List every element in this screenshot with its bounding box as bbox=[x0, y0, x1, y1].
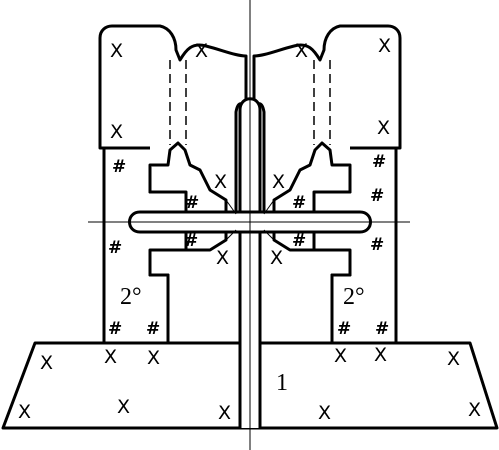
grid-mark: # bbox=[370, 235, 384, 255]
cross-mark: X bbox=[295, 40, 308, 62]
cross-mark: X bbox=[334, 345, 347, 367]
grid-mark: # bbox=[372, 152, 386, 172]
label-angle-left: 2° bbox=[120, 284, 142, 310]
grid-mark: # bbox=[184, 231, 198, 251]
cross-mark: X bbox=[447, 348, 460, 370]
cross-mark: X bbox=[272, 171, 285, 193]
cross-mark: X bbox=[374, 344, 387, 366]
left-t-slot-upper bbox=[104, 146, 186, 194]
cross-mark: X bbox=[18, 401, 31, 423]
cross-markers: X X X X X X X X X X X X X X X X X X X X … bbox=[18, 35, 481, 424]
cross-mark: X bbox=[378, 35, 391, 57]
grid-mark: # bbox=[292, 231, 306, 251]
grid-mark: # bbox=[112, 157, 126, 177]
cross-mark: X bbox=[214, 171, 227, 193]
cross-mark: X bbox=[218, 402, 231, 424]
cross-mark: X bbox=[216, 247, 229, 269]
grid-mark: # bbox=[375, 319, 389, 339]
centerlines bbox=[88, 0, 410, 450]
cross-mark: X bbox=[104, 346, 117, 368]
hidden-lines bbox=[169, 60, 331, 145]
joint-marks bbox=[225, 199, 275, 241]
cross-mark: X bbox=[110, 121, 123, 143]
cross-mark: X bbox=[117, 396, 130, 418]
cross-mark: X bbox=[147, 347, 160, 369]
cross-mark: X bbox=[318, 402, 331, 424]
grid-mark: # bbox=[146, 319, 160, 339]
grid-mark: # bbox=[185, 193, 199, 213]
grid-mark: # bbox=[108, 238, 122, 258]
left-t-slot-lower bbox=[148, 230, 228, 343]
grid-mark: # bbox=[370, 186, 384, 206]
grid-mark: # bbox=[108, 319, 122, 339]
grid-mark: # bbox=[292, 193, 306, 213]
cross-mark: X bbox=[195, 40, 208, 62]
right-t-slot-lower bbox=[272, 230, 352, 343]
cross-mark: X bbox=[270, 247, 283, 269]
cross-mark: X bbox=[468, 399, 481, 421]
right-t-slot-upper bbox=[314, 146, 396, 194]
cross-mark: X bbox=[110, 40, 123, 62]
cross-mark: X bbox=[377, 117, 390, 139]
grid-mark: # bbox=[337, 319, 351, 339]
cross-mark: X bbox=[40, 352, 53, 374]
label-part-1: 1 bbox=[276, 370, 288, 396]
label-angle-right: 2° bbox=[343, 284, 365, 310]
grid-markers: # # # # # # # # # # # # # bbox=[108, 152, 389, 339]
